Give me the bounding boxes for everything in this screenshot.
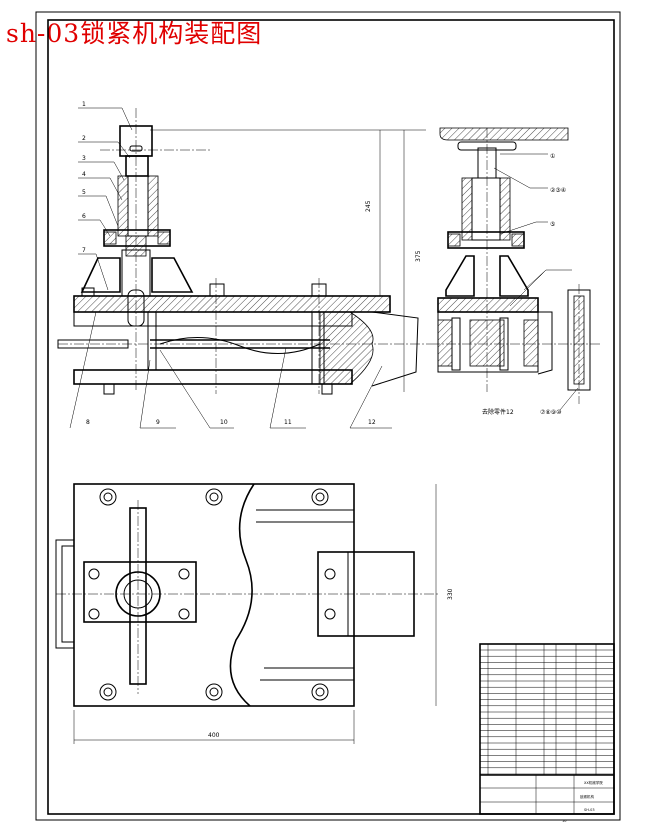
- part-labels: 1 2 3 4 5 6 7 8 9 10 11 12: [82, 101, 376, 426]
- part-label-6: 6: [82, 213, 86, 220]
- part-label-4: 4: [82, 171, 86, 178]
- part-label-10: 10: [220, 419, 228, 426]
- callout-7-8-9-10: ⑦⑧⑨⑩: [540, 409, 562, 416]
- school-name: XX机械学院: [584, 780, 603, 785]
- side-view-note: 去除零件12: [482, 408, 514, 416]
- part-label-12: 12: [368, 419, 376, 426]
- part-label-11: 11: [284, 419, 292, 426]
- top-view: 400 330: [55, 483, 454, 744]
- part-label-8: 8: [86, 419, 90, 426]
- part-label-1: 1: [82, 101, 86, 108]
- part-label-7: 7: [82, 247, 86, 254]
- drawing-name: 锁紧机构: [580, 794, 594, 799]
- sheet-number: 10: [562, 819, 566, 823]
- side-view-callouts: ① ②③④ ⑤ ⑦⑧⑨⑩ 去除零件12: [482, 153, 566, 416]
- callout-1: ①: [550, 153, 555, 160]
- dim-depth: 330: [447, 588, 454, 600]
- part-leaders: [69, 107, 392, 429]
- callout-5: ⑤: [550, 221, 555, 228]
- title-block: XX机械学院 锁紧机构 SH-03 10: [479, 643, 615, 823]
- title-block-rows: [480, 649, 614, 775]
- drawing-number: SH-03: [584, 808, 595, 812]
- dim-width: 400: [208, 732, 220, 739]
- part-label-2: 2: [82, 135, 86, 142]
- part-label-5: 5: [82, 189, 86, 196]
- dim-height-inner: 245: [365, 200, 372, 212]
- part-label-3: 3: [82, 155, 86, 162]
- dim-height-outer: 375: [415, 250, 422, 262]
- side-view: [430, 127, 600, 411]
- drawing-frame: [35, 11, 621, 821]
- front-view: 245 375: [57, 108, 430, 395]
- part-label-9: 9: [156, 419, 160, 426]
- callout-2-3-4: ②③④: [550, 187, 566, 194]
